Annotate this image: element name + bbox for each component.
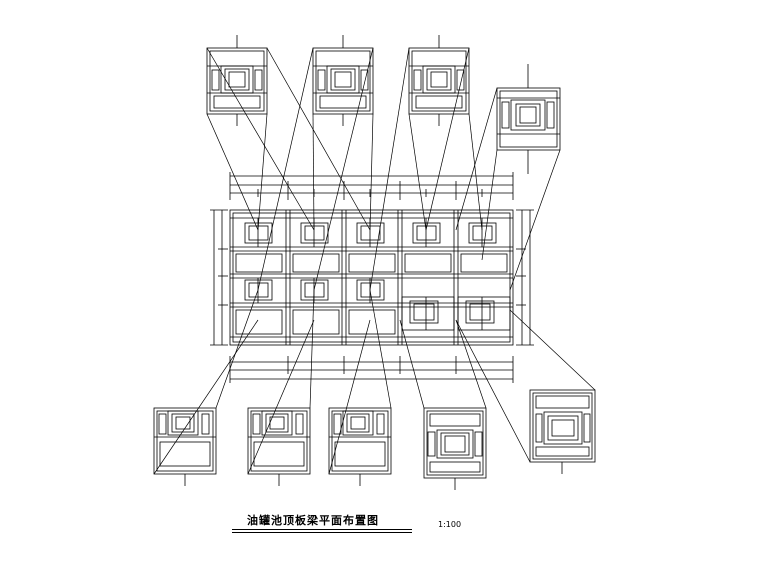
leader-lines [153, 47, 596, 475]
title-underline-secondary [232, 532, 412, 533]
detail-bottom-3 [328, 407, 392, 486]
detail-bottom-right [529, 389, 596, 474]
detail-bottom-4 [423, 407, 487, 490]
detail-bottom-1 [153, 407, 217, 486]
detail-top-2 [312, 35, 374, 126]
drawing-title: 油罐池顶板梁平面布置图 [247, 514, 379, 527]
detail-top-3 [408, 35, 470, 126]
drawing-scale: 1:100 [438, 520, 462, 529]
detail-top-1 [206, 35, 268, 126]
detail-top-right [496, 64, 561, 174]
title-underline [232, 529, 412, 530]
detail-bottom-2 [247, 407, 311, 486]
